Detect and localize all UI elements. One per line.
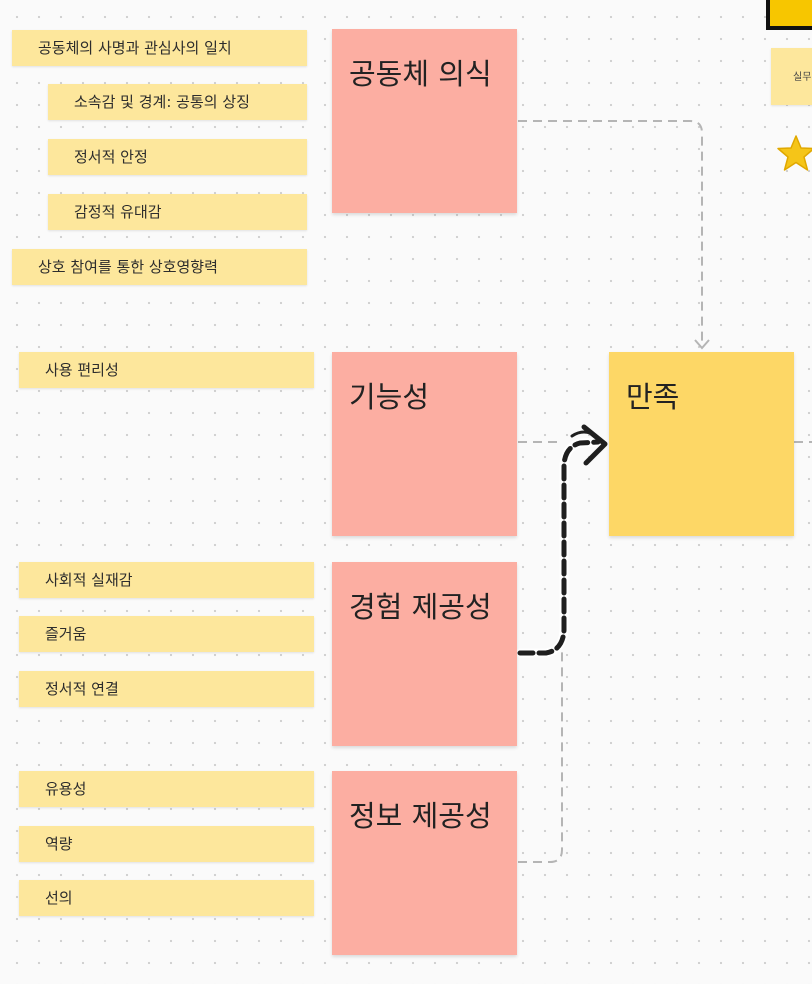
note-label: 감정적 유대감 bbox=[74, 203, 162, 221]
connector-information-to-satisfaction bbox=[518, 590, 563, 863]
factor-title: 정보 제공성 bbox=[349, 799, 492, 833]
note-label: 즐거움 bbox=[45, 625, 87, 643]
note-label: 선의 bbox=[45, 889, 73, 907]
community-note-1[interactable]: 공동체의 사명과 관심사의 일치 bbox=[12, 30, 307, 66]
information-note-2[interactable]: 역량 bbox=[19, 826, 314, 862]
note-label: 공동체의 사명과 관심사의 일치 bbox=[38, 39, 232, 57]
community-factor-note[interactable]: 공동체 의식 bbox=[332, 29, 517, 213]
frame-partial bbox=[766, 0, 812, 30]
community-note-3[interactable]: 정서적 안정 bbox=[48, 139, 307, 175]
functionality-factor-note[interactable]: 기능성 bbox=[332, 352, 517, 536]
functionality-note-1[interactable]: 사용 편리성 bbox=[19, 352, 314, 388]
community-note-2[interactable]: 소속감 및 경계: 공통의 상징 bbox=[48, 84, 307, 120]
information-note-3[interactable]: 선의 bbox=[19, 880, 314, 916]
experience-note-2[interactable]: 즐거움 bbox=[19, 616, 314, 652]
experience-note-3[interactable]: 정서적 연결 bbox=[19, 671, 314, 707]
information-factor-note[interactable]: 정보 제공성 bbox=[332, 771, 517, 955]
connector-community-to-satisfaction bbox=[518, 120, 703, 346]
community-note-5[interactable]: 상호 참여를 통한 상호영향력 bbox=[12, 249, 307, 285]
information-note-1[interactable]: 유용성 bbox=[19, 771, 314, 807]
factor-title: 공동체 의식 bbox=[349, 57, 492, 91]
satisfaction-title: 만족 bbox=[626, 380, 680, 414]
note-label: 정서적 안정 bbox=[74, 148, 148, 166]
note-label: 상호 참여를 통한 상호영향력 bbox=[38, 258, 218, 276]
note-label: 소속감 및 경계: 공통의 상징 bbox=[74, 93, 250, 111]
experience-note-1[interactable]: 사회적 실재감 bbox=[19, 562, 314, 598]
note-label: 사용 편리성 bbox=[45, 361, 119, 379]
note-label: 사회적 실재감 bbox=[45, 571, 133, 589]
community-note-4[interactable]: 감정적 유대감 bbox=[48, 194, 307, 230]
connector-arrowhead bbox=[694, 339, 710, 350]
partial-note-text: 실무 bbox=[793, 72, 812, 83]
note-label: 역량 bbox=[45, 835, 73, 853]
satisfaction-note[interactable]: 만족 bbox=[609, 352, 794, 536]
factor-title: 경험 제공성 bbox=[349, 590, 492, 624]
star-icon[interactable] bbox=[776, 134, 812, 172]
experience-factor-note[interactable]: 경험 제공성 bbox=[332, 562, 517, 746]
note-label: 정서적 연결 bbox=[45, 680, 119, 698]
factor-title: 기능성 bbox=[349, 380, 430, 414]
partial-sticky-note[interactable]: 실무 bbox=[771, 48, 812, 105]
note-label: 유용성 bbox=[45, 780, 87, 798]
marker-arrow-experience bbox=[515, 437, 603, 658]
